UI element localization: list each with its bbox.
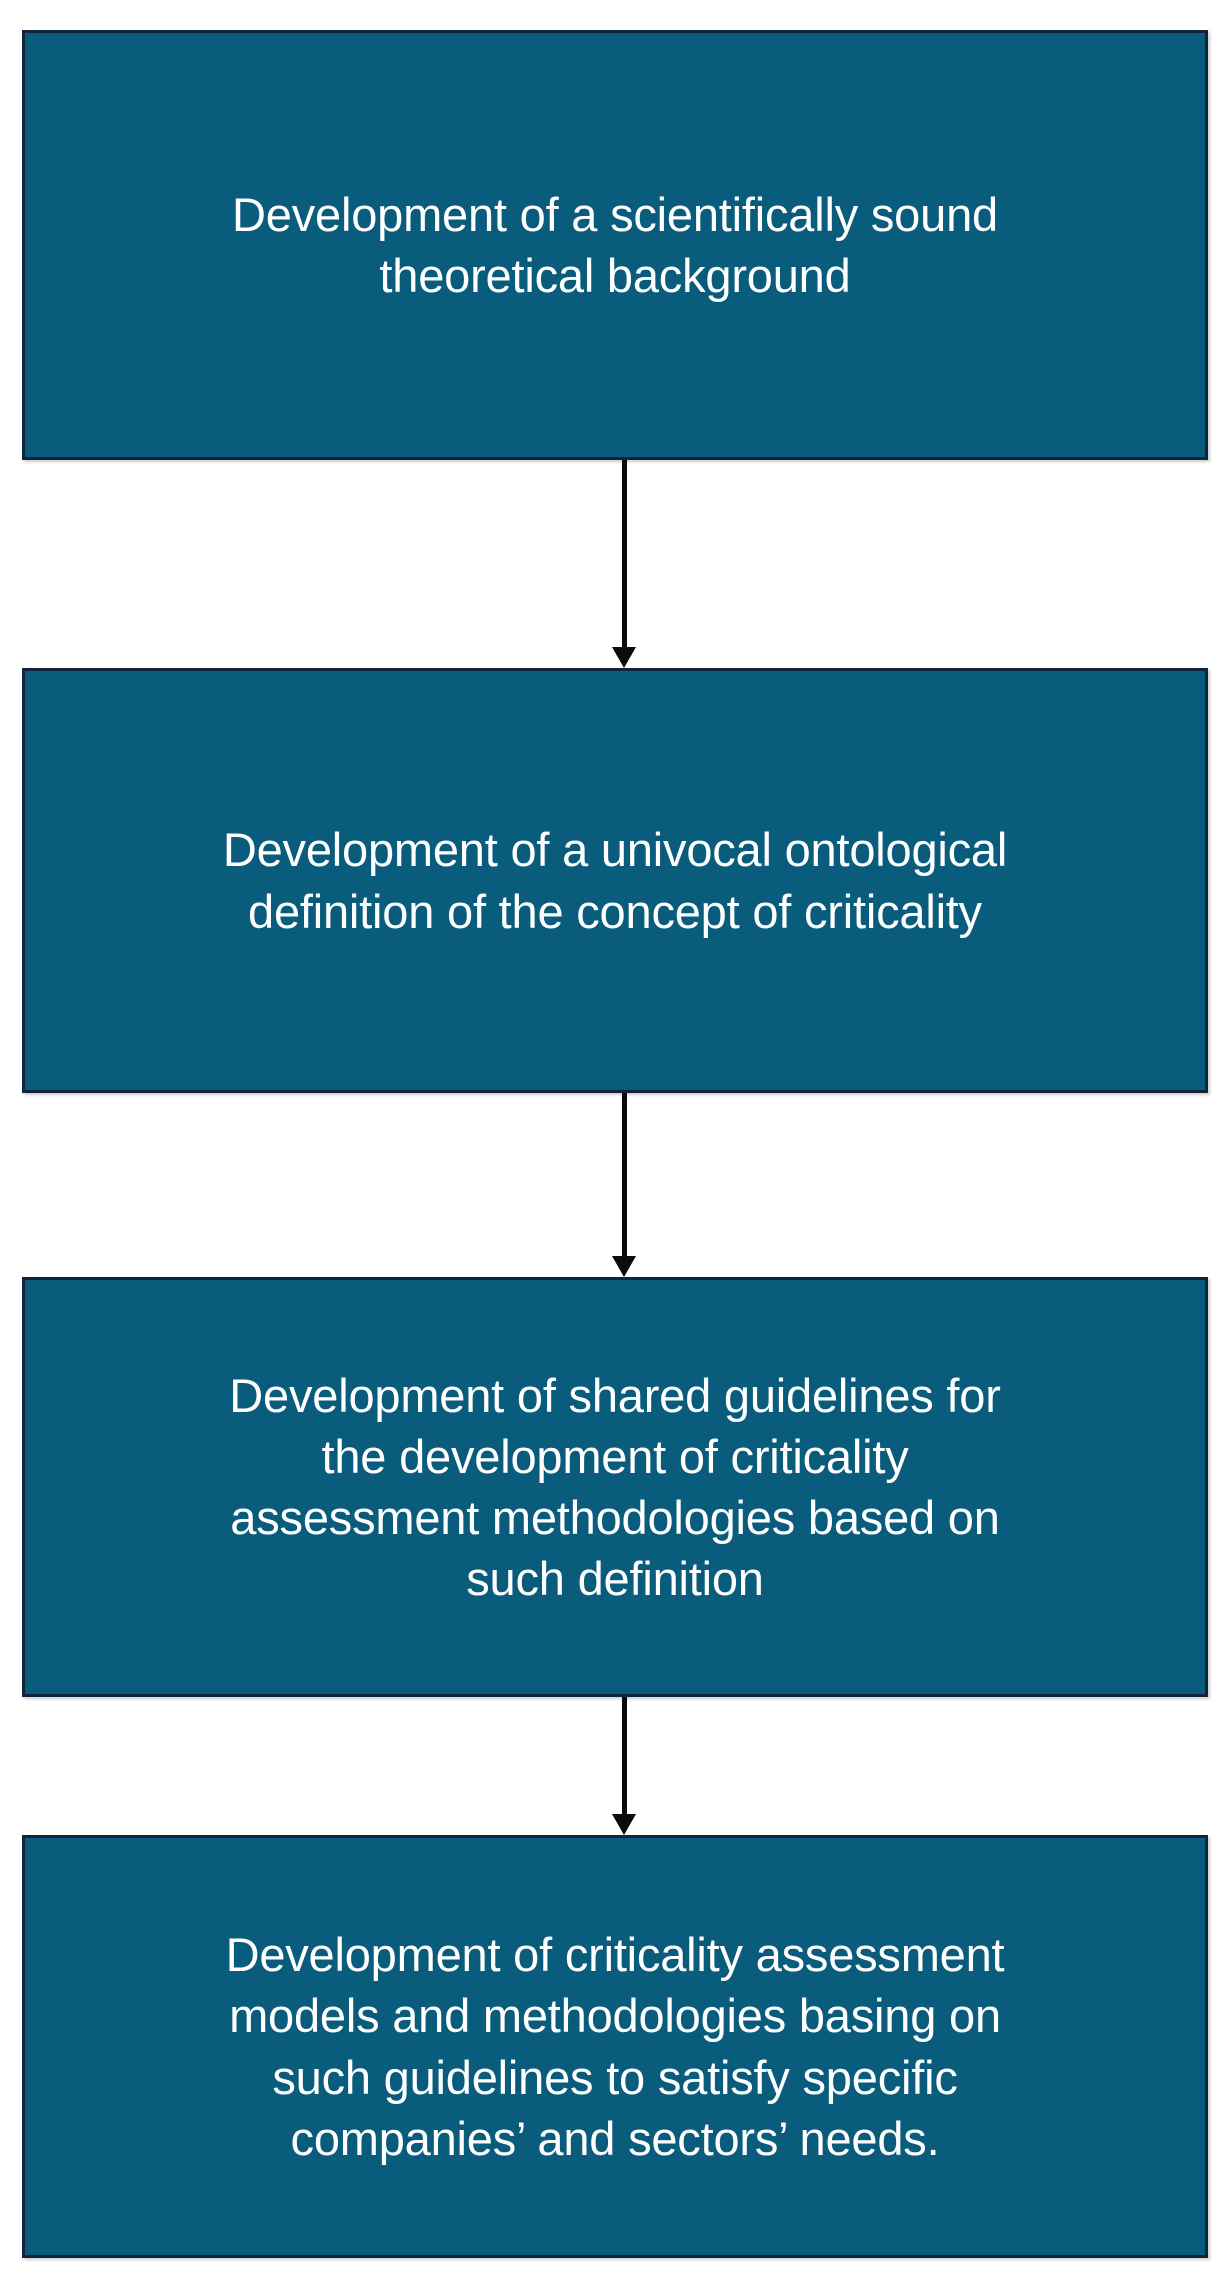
arrow-head-down-icon [612,1814,636,1835]
process-node-3-label: Development of shared guidelines for the… [229,1368,1001,1606]
process-node-3: Development of shared guidelines for the… [22,1277,1208,1697]
process-node-1: Development of a scientifically sound th… [22,30,1208,460]
arrow-head-down-icon [612,1256,636,1277]
process-node-1-label: Development of a scientifically sound th… [232,187,998,302]
process-node-2-label: Development of a univocal ontological de… [222,823,1008,938]
process-node-2: Development of a univocal ontological de… [22,668,1208,1093]
arrow-shaft [622,460,627,647]
arrow-node1-to-node2 [612,460,636,668]
arrow-node2-to-node3 [612,1093,636,1277]
arrow-shaft [622,1093,627,1256]
arrow-head-down-icon [612,647,636,668]
arrow-shaft [622,1697,627,1814]
arrow-node3-to-node4 [612,1697,636,1835]
process-node-4-label: Development of criticality assessment mo… [225,1928,1005,2165]
process-node-4: Development of criticality assessment mo… [22,1835,1208,2258]
